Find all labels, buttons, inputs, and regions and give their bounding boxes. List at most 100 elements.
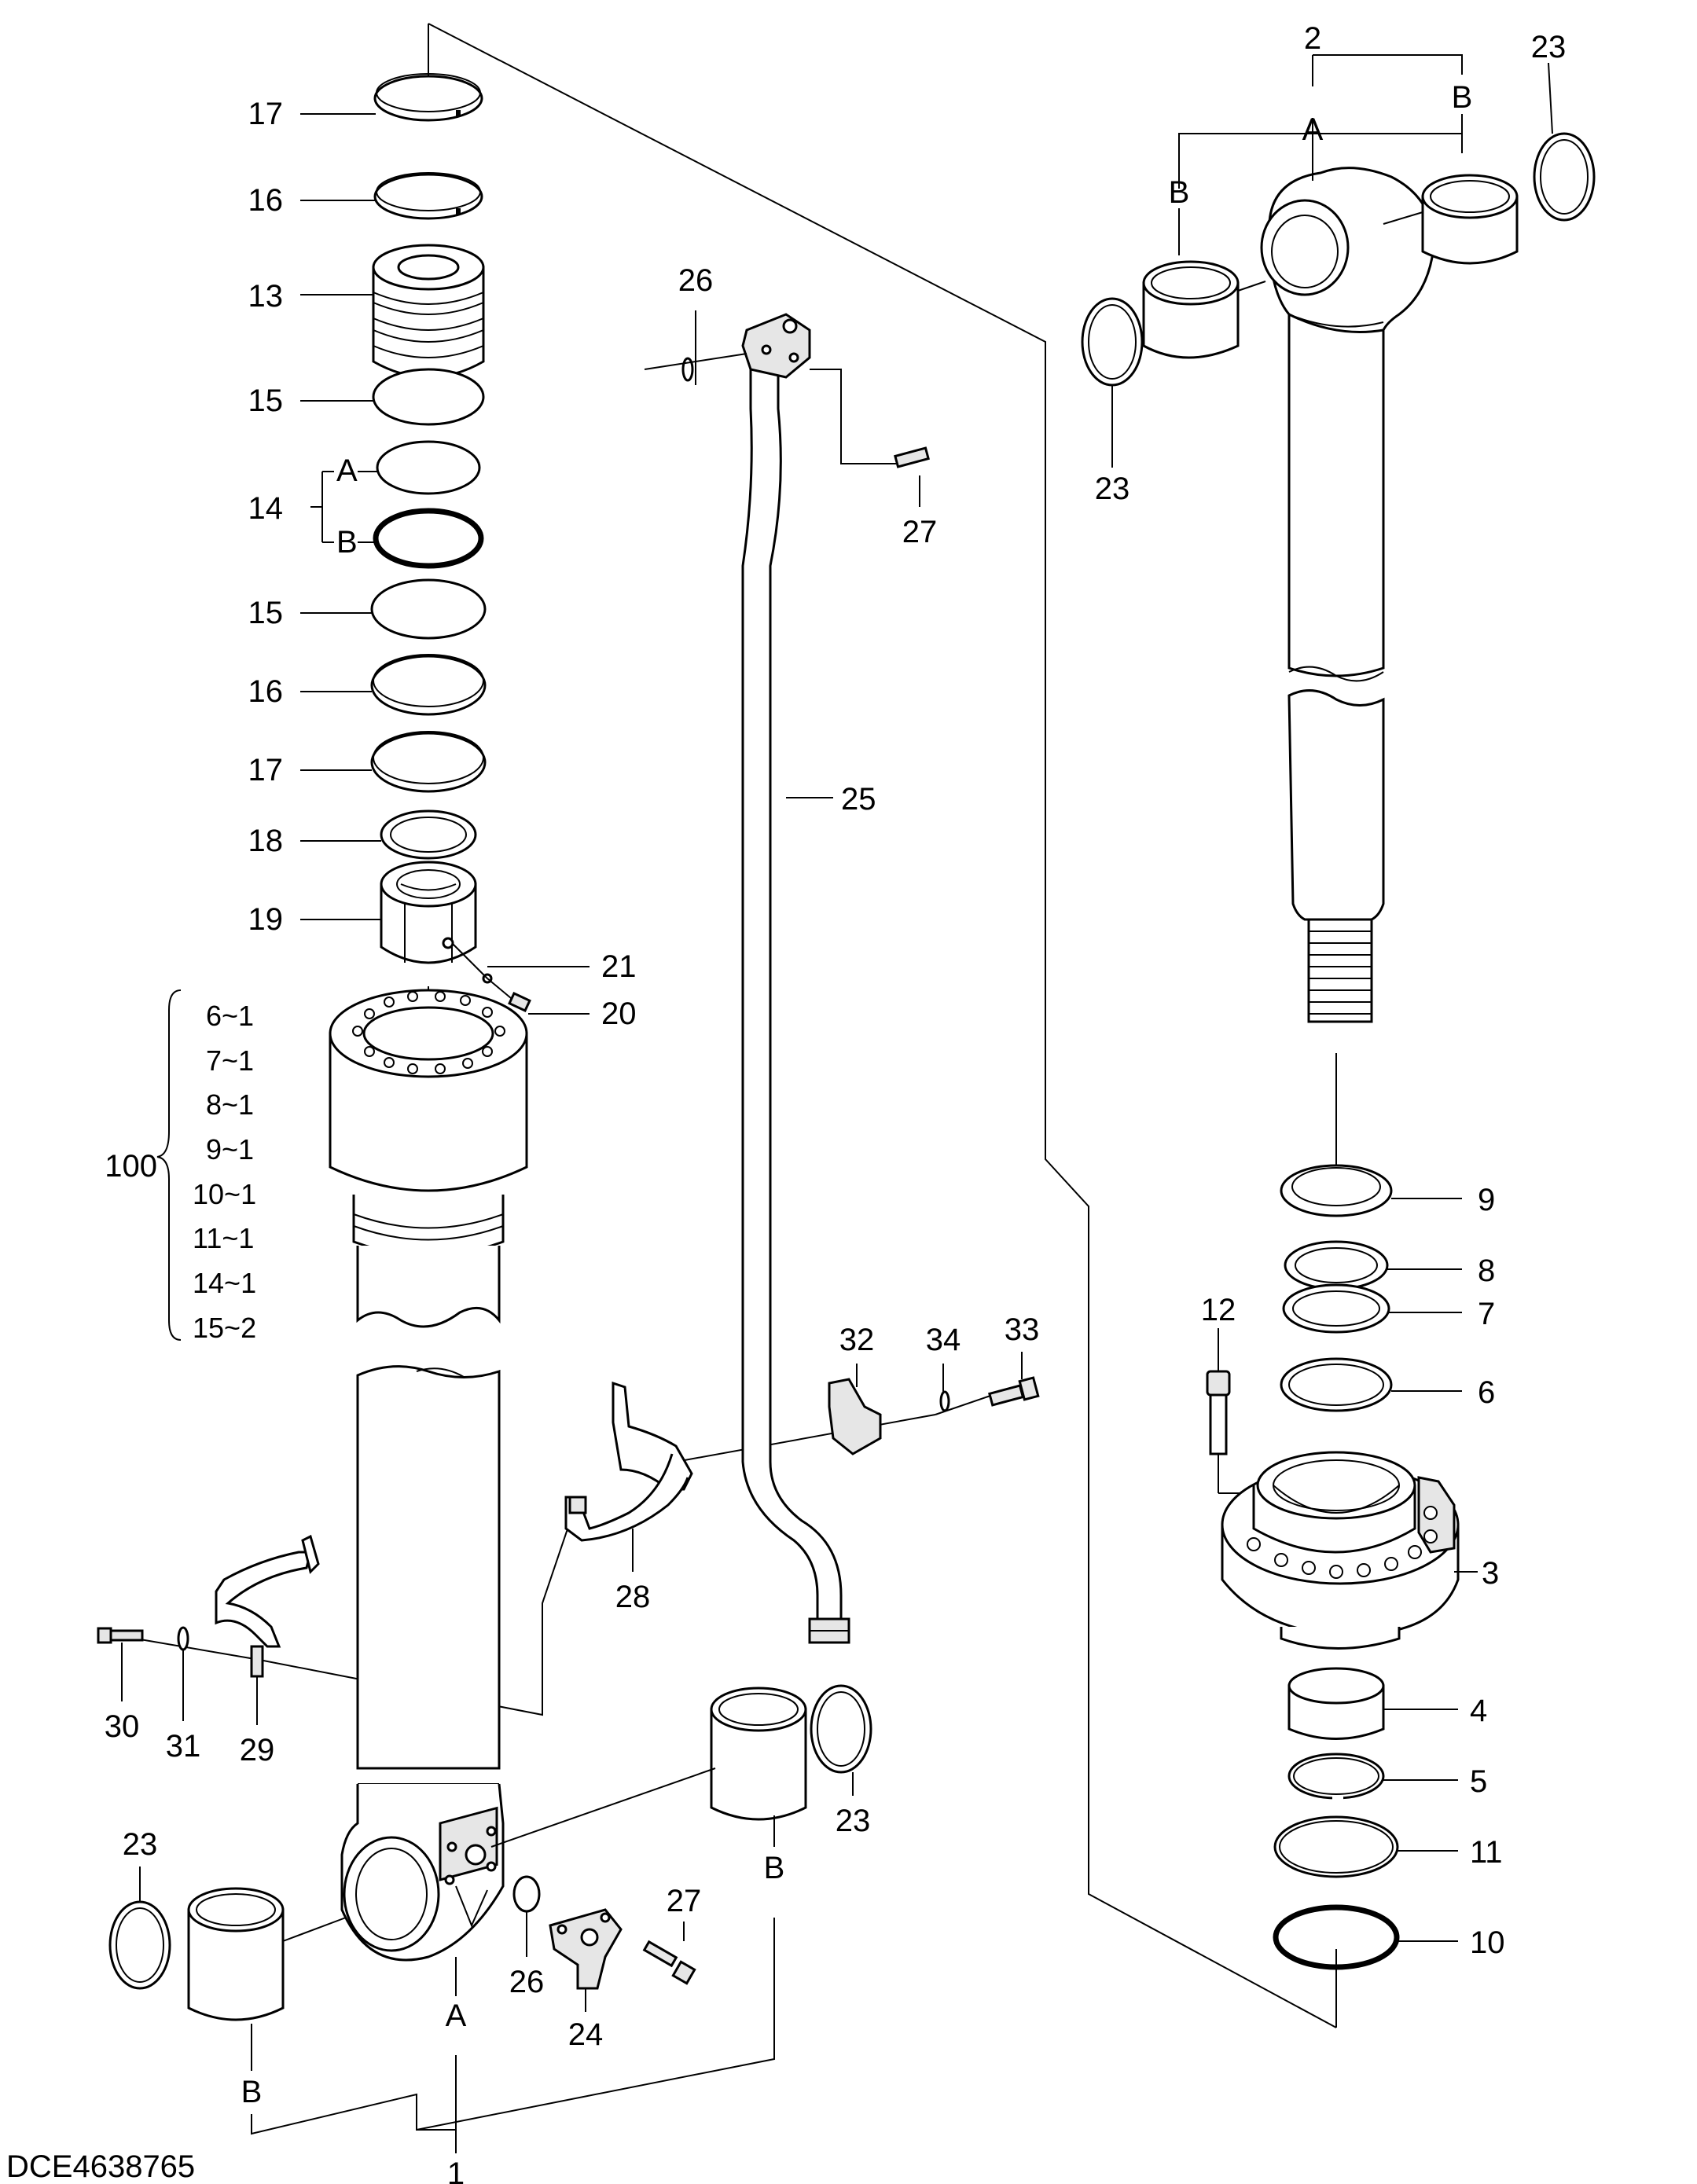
- ring-14b: [373, 508, 484, 569]
- letter-1-b-right: B: [764, 1851, 785, 1885]
- seal-23-lower-left: [108, 1900, 171, 1990]
- kit-item-4: 9~1: [206, 1133, 254, 1165]
- piston-13: [372, 244, 485, 379]
- callout-26-top: 26: [678, 263, 714, 298]
- kit-item-1: 6~1: [206, 1000, 254, 1032]
- bushing-b-lower-left: [187, 1887, 285, 2021]
- callout-4: 4: [1470, 1694, 1487, 1728]
- callout-labels: 17 16 13 15 14 A B 15 16 17 18 19 21 20 …: [6, 21, 1566, 2184]
- callout-26-lower: 26: [509, 1965, 545, 1999]
- letter-2-b-right: B: [1452, 80, 1473, 115]
- callout-17-mid: 17: [248, 753, 284, 787]
- callout-21: 21: [601, 949, 637, 984]
- callout-29: 29: [240, 1733, 275, 1767]
- callout-23-lower-left: 23: [123, 1827, 158, 1862]
- rod-eye-2: [1260, 167, 1436, 682]
- ring-11: [1273, 1815, 1399, 1878]
- letter-14-a: A: [336, 453, 358, 488]
- callout-6: 6: [1478, 1375, 1495, 1410]
- callout-18: 18: [248, 824, 284, 858]
- set-screw-20: [508, 992, 531, 1012]
- callout-9: 9: [1478, 1183, 1495, 1217]
- kit-item-6: 11~1: [193, 1222, 254, 1254]
- ring-16-mid: [370, 654, 487, 716]
- letter-2-a: A: [1302, 112, 1324, 147]
- leader-lines: [121, 54, 1553, 2153]
- flange-26-top: [741, 313, 811, 379]
- ring-6: [1280, 1357, 1393, 1412]
- nut-19: [380, 861, 477, 964]
- cylinder-tube-1: [340, 1365, 505, 1962]
- kit-item-5: 10~1: [193, 1178, 256, 1210]
- letter-1-b-left: B: [241, 2075, 263, 2109]
- letter-2-b-left: B: [1169, 175, 1190, 210]
- kit-brace-100: [156, 989, 182, 1341]
- callout-2: 2: [1304, 21, 1321, 56]
- callout-1: 1: [447, 2156, 465, 2184]
- callout-27-lower: 27: [667, 1884, 702, 1918]
- o-ring-26-lower: [512, 1875, 541, 1913]
- callout-23-upper-right: 23: [1531, 30, 1567, 64]
- rod-cover-3: [1221, 1451, 1460, 1650]
- ring-8: [1284, 1240, 1389, 1290]
- callout-30: 30: [105, 1709, 140, 1744]
- bolt-33: [988, 1376, 1040, 1407]
- callout-15-mid: 15: [248, 596, 284, 630]
- ring-16-top: [373, 172, 483, 220]
- kit-item-7: 14~1: [193, 1267, 256, 1299]
- seal-23-lower-right: [810, 1684, 872, 1774]
- bushing-b-upper-left: [1142, 260, 1240, 359]
- callout-32: 32: [839, 1323, 875, 1357]
- bushing-b-upper-right: [1421, 174, 1519, 265]
- washer-18: [380, 809, 477, 860]
- ring-15-mid: [370, 578, 487, 640]
- ring-17-mid: [370, 731, 487, 793]
- callout-7: 7: [1478, 1297, 1495, 1331]
- letter-1-a: A: [446, 1999, 467, 2033]
- elbow-fitting-24: [549, 1908, 623, 1990]
- callout-13: 13: [248, 279, 284, 314]
- kit-item-8: 15~2: [193, 1312, 256, 1344]
- o-ring-10: [1273, 1904, 1400, 1970]
- clamp-29: [215, 1534, 320, 1678]
- callout-100: 100: [105, 1149, 157, 1184]
- callout-24: 24: [568, 2017, 604, 2052]
- callout-25: 25: [841, 782, 876, 817]
- cylinder-head-100: [329, 989, 528, 1328]
- rod-lower: [1287, 689, 1385, 1023]
- seal-23-upper-left: [1081, 297, 1144, 387]
- ring-14a: [376, 440, 481, 495]
- pipe-25: [741, 369, 850, 1644]
- callout-11: 11: [1470, 1835, 1503, 1870]
- bushing-4: [1287, 1667, 1385, 1740]
- callout-3: 3: [1482, 1556, 1499, 1591]
- snap-ring-5: [1287, 1753, 1385, 1800]
- callout-10: 10: [1470, 1925, 1505, 1960]
- bracket-28: [564, 1381, 693, 1542]
- callout-23-lower-right: 23: [836, 1804, 871, 1838]
- callout-8: 8: [1478, 1254, 1495, 1288]
- callout-28: 28: [615, 1580, 651, 1614]
- callout-5: 5: [1470, 1764, 1487, 1799]
- callout-15-top: 15: [248, 384, 284, 418]
- kit-item-2: 7~1: [206, 1044, 254, 1077]
- callout-27-top: 27: [902, 515, 938, 549]
- washer-34: [939, 1390, 950, 1412]
- ring-15-top: [372, 368, 485, 426]
- clamp-32: [828, 1378, 882, 1455]
- seal-9: [1280, 1164, 1393, 1217]
- callout-14: 14: [248, 491, 284, 526]
- bolt-27-lower: [642, 1940, 696, 1985]
- callout-33: 33: [1005, 1312, 1040, 1347]
- document-id: DCE4638765: [6, 2149, 195, 2184]
- bolt-30: [97, 1627, 144, 1644]
- callout-16-mid: 16: [248, 674, 284, 709]
- callout-17-top: 17: [248, 97, 284, 131]
- washer-31: [177, 1626, 189, 1651]
- callout-12: 12: [1201, 1293, 1236, 1327]
- letter-14-b: B: [336, 525, 358, 560]
- kit-item-3: 8~1: [206, 1088, 254, 1121]
- callout-31: 31: [166, 1729, 201, 1764]
- callout-23-upper-left: 23: [1095, 472, 1130, 506]
